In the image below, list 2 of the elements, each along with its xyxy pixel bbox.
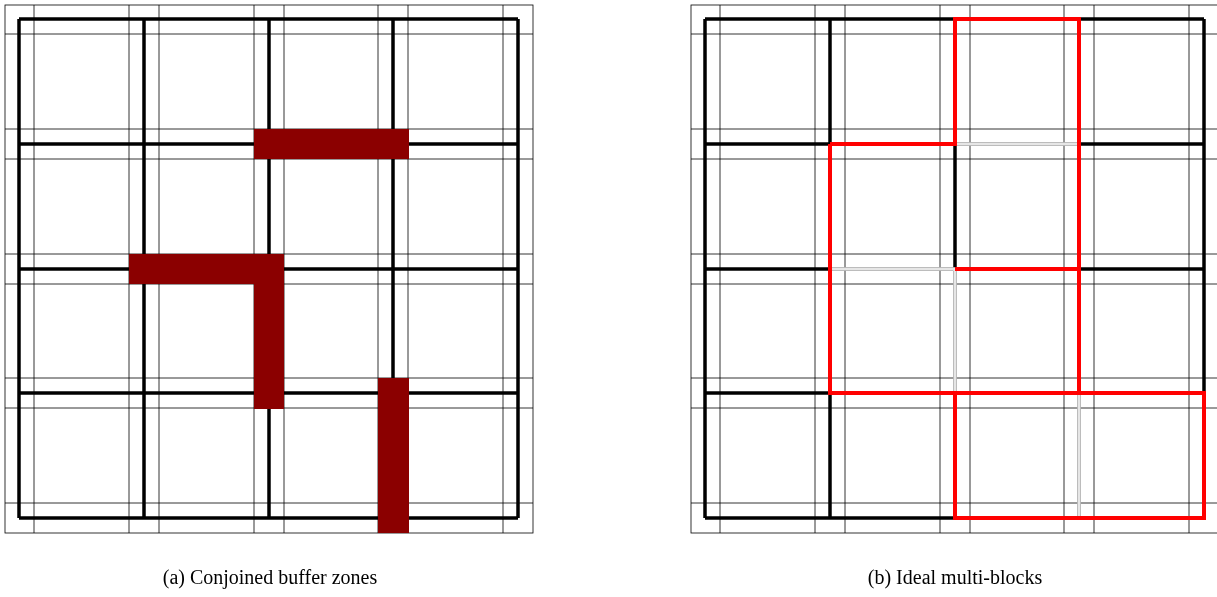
figure-caption: (b) Ideal multi-blocks [867,566,1043,589]
figure-caption: (a) Conjoined buffer zones [162,566,378,589]
